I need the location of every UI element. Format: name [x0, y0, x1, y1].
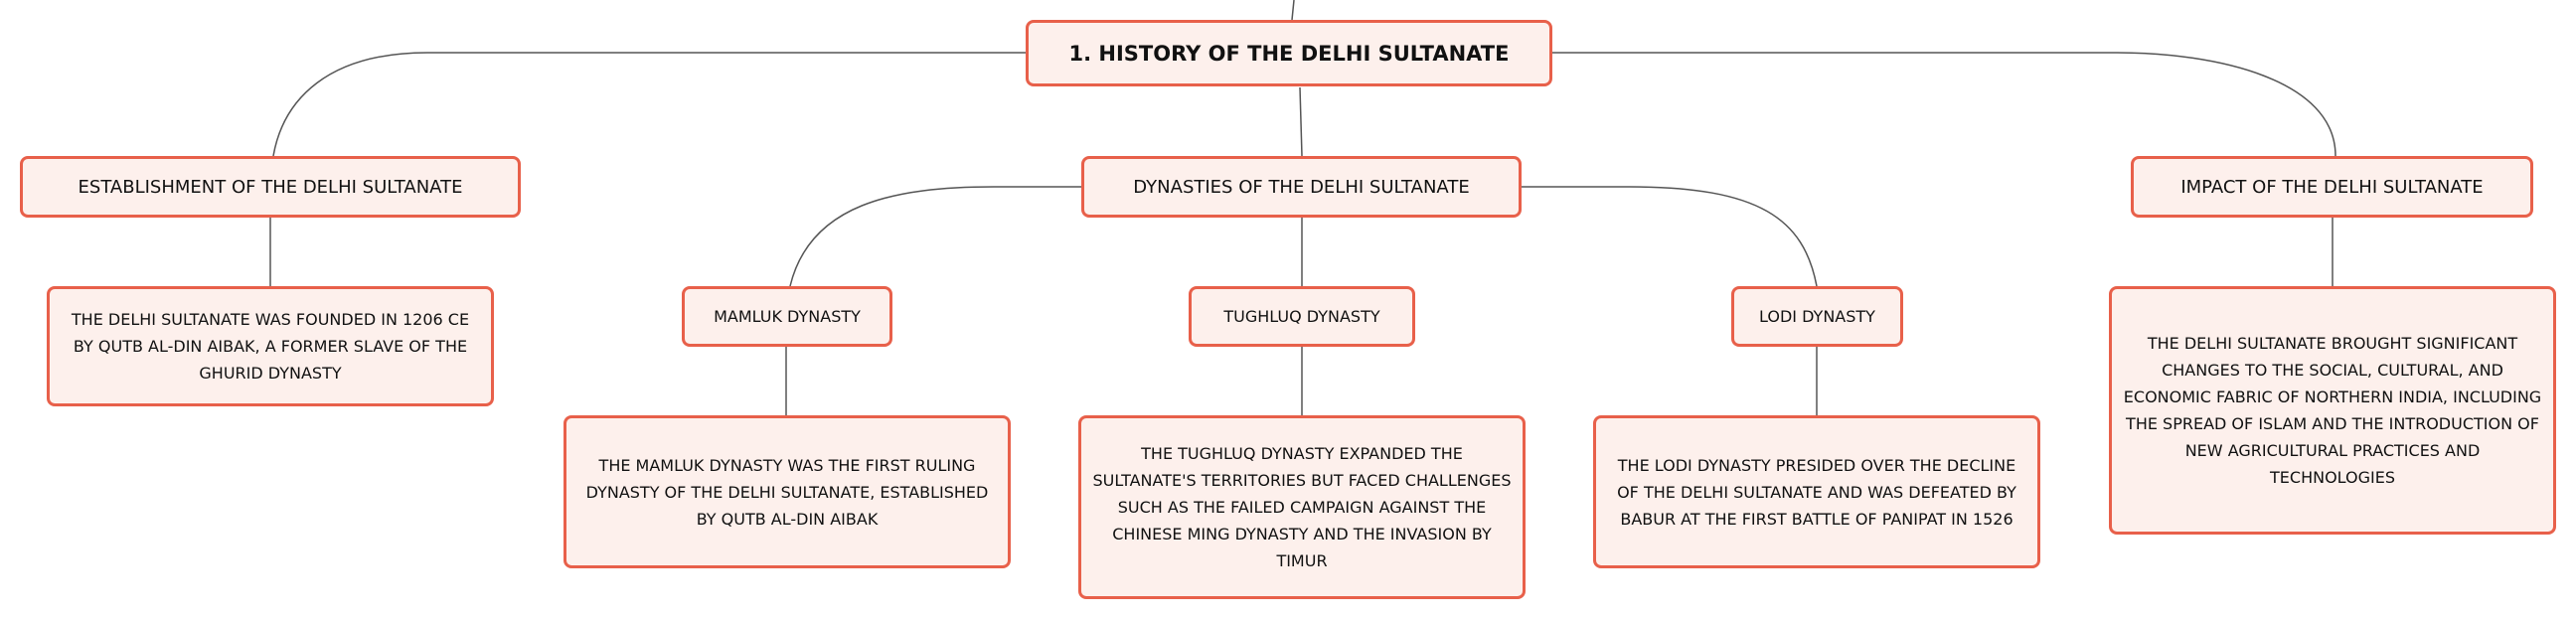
mamluk-desc-node[interactable]: THE MAMLUK DYNASTY WAS THE FIRST RULING … [564, 415, 1011, 568]
edge-root-establishment [272, 52, 1026, 157]
edge-dynasties-lodi [1522, 186, 1818, 287]
root-topic-node[interactable]: 1. HISTORY OF THE DELHI SULTANATE [1026, 20, 1552, 86]
dynasties-topic-node[interactable]: DYNASTIES OF THE DELHI SULTANATE [1081, 156, 1522, 218]
mamluk-dynasty-node[interactable]: MAMLUK DYNASTY [682, 286, 892, 347]
edge-dynasties-mamluk [789, 186, 1081, 287]
impact-topic-node[interactable]: IMPACT OF THE DELHI SULTANATE [2131, 156, 2533, 218]
tughluq-desc-node[interactable]: THE TUGHLUQ DYNASTY EXPANDED THE SULTANA… [1078, 415, 1526, 599]
establishment-topic-node[interactable]: ESTABLISHMENT OF THE DELHI SULTANATE [20, 156, 521, 218]
edge-root-dynasties [1299, 86, 1303, 157]
establishment-desc-node[interactable]: THE DELHI SULTANATE WAS FOUNDED IN 1206 … [47, 286, 494, 406]
lodi-desc-node[interactable]: THE LODI DYNASTY PRESIDED OVER THE DECLI… [1593, 415, 2040, 568]
lodi-dynasty-node[interactable]: LODI DYNASTY [1731, 286, 1903, 347]
edge-root-impact [1552, 52, 2336, 157]
tughluq-dynasty-node[interactable]: TUGHLUQ DYNASTY [1189, 286, 1415, 347]
impact-desc-node[interactable]: THE DELHI SULTANATE BROUGHT SIGNIFICANT … [2109, 286, 2556, 535]
edge-top-stub [1291, 0, 1295, 21]
